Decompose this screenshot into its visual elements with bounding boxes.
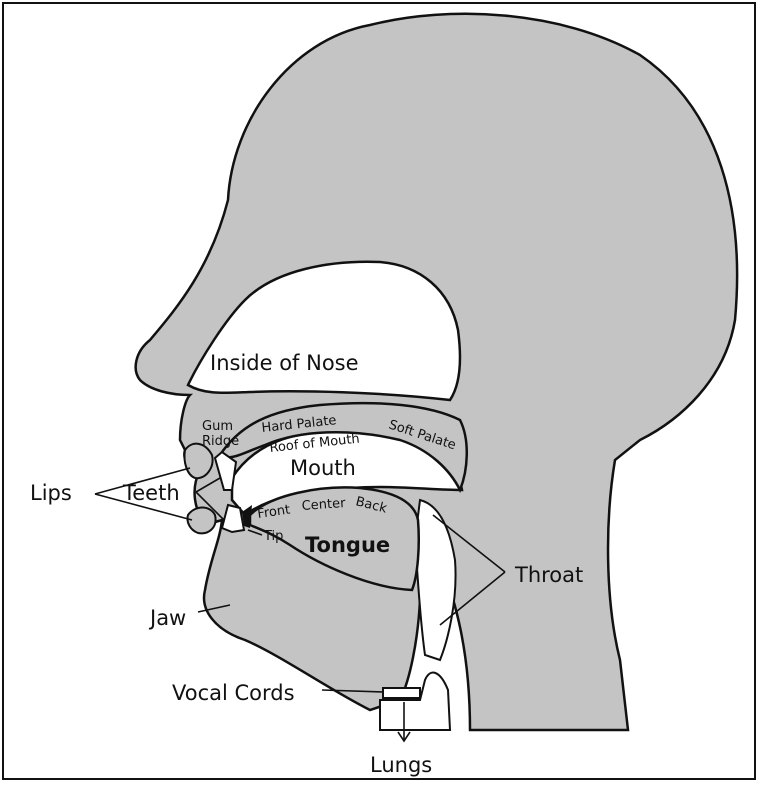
label-jaw: Jaw — [148, 606, 186, 630]
label-tongue: Tongue — [305, 533, 390, 557]
label-inside-of-nose: Inside of Nose — [210, 351, 359, 375]
label-teeth: Teeth — [122, 481, 180, 505]
label-vocal-cords: Vocal Cords — [172, 681, 295, 705]
label-gum-line2: Ridge — [202, 434, 239, 449]
label-throat: Throat — [514, 563, 583, 587]
label-gum-line1: Gum — [202, 419, 233, 434]
label-lips: Lips — [30, 481, 72, 505]
label-center: Center — [301, 496, 346, 514]
label-tip: Tip — [263, 529, 283, 544]
vocal-cords — [383, 688, 420, 698]
label-mouth: Mouth — [290, 456, 356, 480]
label-lungs: Lungs — [370, 753, 432, 777]
